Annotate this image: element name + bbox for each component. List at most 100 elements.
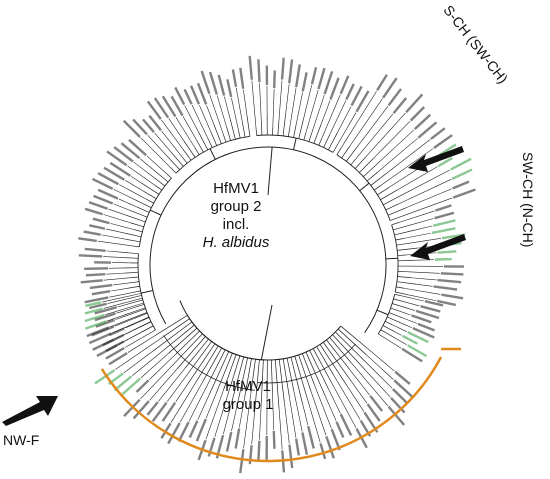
- tree-branch: [406, 218, 434, 227]
- tree-branch: [119, 281, 140, 285]
- tree-leaf-label: [132, 118, 148, 136]
- group2-label-line4: H. albidus: [202, 234, 270, 251]
- tree-leaf-label: [420, 305, 441, 313]
- tree-branch: [108, 208, 127, 216]
- tree-branch: [336, 147, 342, 155]
- tree-arc: [336, 154, 391, 221]
- tree-branch: [209, 94, 224, 135]
- tree-branch: [170, 382, 196, 423]
- tree-leaf-label: [200, 70, 211, 95]
- tree-branch: [270, 359, 273, 393]
- tree-branch: [370, 172, 387, 186]
- tree-branch: [105, 228, 122, 233]
- tree-leaf-label: [265, 65, 269, 86]
- tree-branch: [329, 337, 352, 363]
- tree-branch: [109, 312, 148, 328]
- tree-leaf-label: [424, 300, 444, 307]
- tree-branch: [182, 116, 197, 141]
- tree-leaf-label: [431, 227, 456, 235]
- tree-branch: [332, 334, 366, 371]
- group1-label: HfMV1 group 1: [213, 378, 283, 414]
- tree-leaf-label: [78, 237, 97, 243]
- tree-leaf-label: [108, 327, 125, 337]
- tree-branch: [119, 184, 147, 200]
- tree-branch: [272, 89, 275, 128]
- tree-branch: [355, 113, 394, 159]
- tree-branch: [202, 347, 222, 382]
- tree-branch: [123, 350, 154, 374]
- tree-leaf-label: [451, 168, 473, 181]
- tree-branch: [405, 271, 440, 274]
- tree-leaf-label: [382, 77, 398, 99]
- tree-leaf-label: [248, 55, 253, 80]
- tree-branch: [395, 331, 402, 336]
- tree-leaf-label: [89, 283, 113, 290]
- tree-branch: [323, 342, 349, 378]
- tree-leaf-label: [369, 395, 384, 412]
- tree-leaf-label: [335, 421, 345, 438]
- arrow-pointer-icon: [410, 234, 466, 260]
- tree-branch: [162, 318, 190, 338]
- group1-label-line2: group 1: [222, 396, 274, 413]
- tree-leaf-label: [257, 440, 261, 463]
- tree-branch: [346, 384, 365, 412]
- tree-branch: [141, 317, 150, 322]
- tree-branch: [229, 355, 241, 388]
- tree-branch: [103, 297, 143, 309]
- tree-branch: [366, 354, 394, 380]
- tree-branch: [328, 388, 341, 414]
- tree-branch: [216, 95, 227, 128]
- tree-branch: [126, 215, 146, 223]
- tree-leaf-label: [88, 302, 107, 310]
- tree-branch: [255, 127, 258, 136]
- tree-branch: [385, 257, 398, 260]
- tree-branch: [387, 316, 406, 326]
- tree-branch: [146, 155, 166, 173]
- tree-leaf-label: [441, 233, 466, 240]
- tree-branch: [398, 179, 452, 205]
- tree-branch: [296, 92, 303, 124]
- tree-branch: [155, 185, 162, 191]
- tree-leaf-label: [167, 422, 181, 445]
- tree-branch: [188, 379, 211, 422]
- tree-branch: [390, 307, 399, 312]
- tree-branch: [169, 333, 203, 369]
- tree-leaf-label: [288, 59, 294, 84]
- tree-leaf-label: [106, 150, 128, 167]
- tree-leaf-label: [433, 219, 456, 227]
- tree-branch: [410, 238, 442, 244]
- tree-branch: [260, 359, 264, 403]
- tree-leaf-label: [91, 177, 114, 190]
- tree-branch: [235, 87, 243, 124]
- tree-leaf-label: [387, 405, 406, 426]
- tree-branch: [125, 180, 145, 192]
- tree-leaf-label: [411, 314, 432, 324]
- tree-leaf-label: [113, 146, 134, 163]
- tree-branch: [259, 83, 262, 122]
- tree-leaf-label: [363, 411, 379, 433]
- tree-branch: [244, 358, 252, 397]
- tree-branch: [394, 293, 403, 297]
- tree-branch: [293, 390, 303, 432]
- tree-leaf-label: [146, 100, 162, 120]
- tree-branch: [320, 100, 331, 125]
- tree-branch: [179, 380, 204, 423]
- tree-leaf-label: [170, 95, 184, 117]
- region-label-sw-ch: SW-CH (N-CH): [520, 152, 536, 248]
- tree-branch: [310, 390, 327, 436]
- tree-branch: [337, 106, 352, 133]
- tree-leaf-label: [435, 204, 452, 212]
- tree-branch: [239, 395, 246, 428]
- tree-leaf-label: [330, 428, 341, 451]
- tree-branch: [231, 356, 245, 404]
- tree-branch: [155, 315, 188, 336]
- tree-leaf-label: [280, 57, 285, 80]
- tree-leaf-label: [409, 106, 426, 122]
- tree-leaf-label: [345, 83, 355, 101]
- tree-branch: [183, 140, 196, 158]
- tree-branch: [196, 139, 204, 153]
- tree-leaf-label: [430, 127, 446, 140]
- tree-leaf-label: [189, 85, 201, 105]
- tree-branch: [133, 161, 154, 178]
- tree-branch: [205, 392, 217, 419]
